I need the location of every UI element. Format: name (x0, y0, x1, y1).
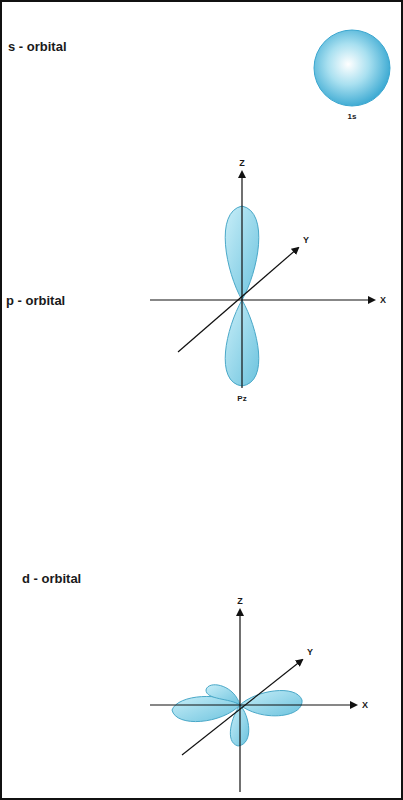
axis-label: X (380, 296, 386, 305)
axis-label: Z (237, 597, 243, 606)
orbital-name: s - orbital (8, 40, 67, 53)
orbital-caption: 1s (348, 113, 357, 121)
orbital-name: d - orbital (22, 572, 81, 585)
axis-label: Z (239, 159, 245, 168)
orbital-caption: Pz (237, 395, 246, 403)
orbital-name: p - orbital (6, 294, 65, 307)
axis-label: X (362, 701, 368, 710)
axis-label: Y (307, 648, 313, 657)
axis-label: Y (303, 236, 309, 245)
